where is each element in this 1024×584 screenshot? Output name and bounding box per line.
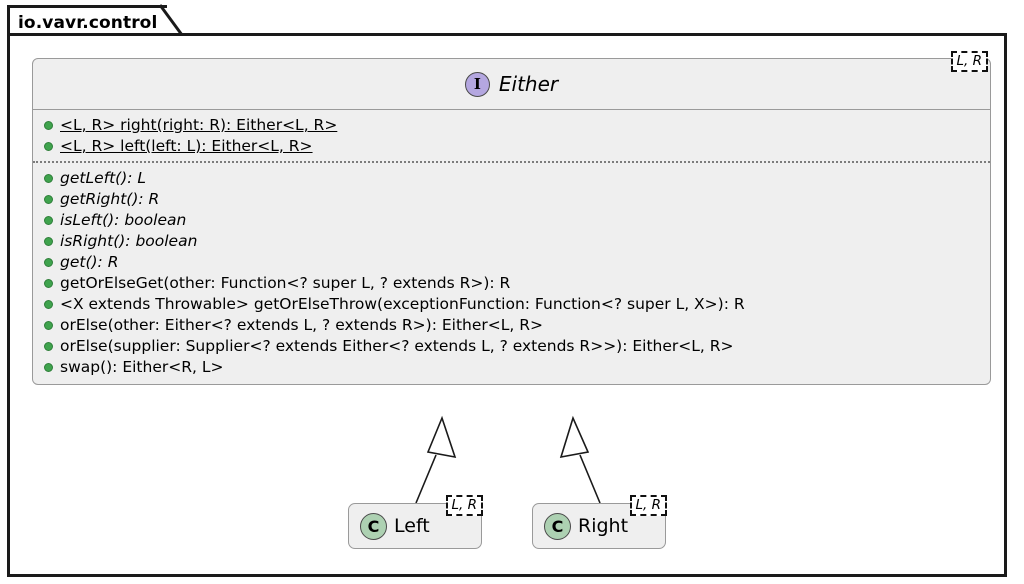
member-row[interactable]: orElse(other: Either<? extends L, ? exte…: [33, 315, 990, 336]
member-signature: <X extends Throwable> getOrElseThrow(exc…: [60, 294, 745, 313]
member-row[interactable]: <L, R> right(right: R): Either<L, R>: [33, 115, 990, 136]
member-signature: getOrElseGet(other: Function<? super L, …: [60, 273, 511, 292]
visibility-public-icon: [44, 300, 53, 309]
member-row[interactable]: isRight(): boolean: [33, 231, 990, 252]
member-row[interactable]: getRight(): R: [33, 189, 990, 210]
static-members-compartment: <L, R> right(right: R): Either<L, R> <L,…: [33, 110, 990, 163]
class-header-either: I Either L, R: [33, 51, 990, 110]
member-signature: <L, R> left(left: L): Either<L, R>: [60, 136, 313, 155]
member-signature: swap(): Either<R, L>: [60, 357, 224, 376]
visibility-public-icon: [44, 142, 53, 151]
class-box-left[interactable]: C Left L, R: [348, 495, 483, 549]
member-signature: getRight(): R: [60, 189, 160, 208]
class-title-left: Left: [394, 515, 430, 537]
member-signature: orElse(other: Either<? extends L, ? exte…: [60, 315, 544, 334]
visibility-public-icon: [44, 121, 53, 130]
interface-circle-icon: I: [464, 71, 490, 97]
generic-params-right: L, R: [629, 495, 667, 517]
class-circle-icon: C: [544, 512, 571, 540]
generic-params-either: L, R: [950, 51, 988, 73]
member-signature: isRight(): boolean: [60, 231, 198, 250]
methods-compartment: getLeft(): L getRight(): R isLeft(): boo…: [33, 163, 990, 384]
member-signature: get(): R: [60, 252, 119, 271]
visibility-public-icon: [44, 363, 53, 372]
member-signature: isLeft(): boolean: [60, 210, 187, 229]
visibility-public-icon: [44, 174, 53, 183]
member-row[interactable]: getOrElseGet(other: Function<? super L, …: [33, 273, 990, 294]
class-title-either: Either: [498, 72, 559, 96]
member-signature: <L, R> right(right: R): Either<L, R>: [60, 115, 338, 134]
member-row[interactable]: get(): R: [33, 252, 990, 273]
member-row[interactable]: swap(): Either<R, L>: [33, 357, 990, 378]
class-title-right: Right: [578, 515, 629, 537]
member-row[interactable]: isLeft(): boolean: [33, 210, 990, 231]
visibility-public-icon: [44, 321, 53, 330]
visibility-public-icon: [44, 342, 53, 351]
member-row[interactable]: <X extends Throwable> getOrElseThrow(exc…: [33, 294, 990, 315]
member-row[interactable]: orElse(supplier: Supplier<? extends Eith…: [33, 336, 990, 357]
visibility-public-icon: [44, 237, 53, 246]
visibility-public-icon: [44, 258, 53, 267]
package-tab-slant: [158, 4, 184, 36]
class-box-either[interactable]: I Either L, R <L, R> right(right: R): Ei…: [32, 51, 991, 385]
package-name-label: io.vavr.control: [18, 12, 158, 33]
member-row[interactable]: <L, R> left(left: L): Either<L, R>: [33, 136, 990, 157]
class-box-right[interactable]: C Right L, R: [532, 495, 667, 549]
visibility-public-icon: [44, 216, 53, 225]
generic-params-left: L, R: [445, 495, 483, 517]
package-tab: io.vavr.control: [7, 5, 168, 35]
visibility-public-icon: [44, 195, 53, 204]
member-row[interactable]: getLeft(): L: [33, 168, 990, 189]
member-signature: orElse(supplier: Supplier<? extends Eith…: [60, 336, 734, 355]
member-signature: getLeft(): L: [60, 168, 147, 187]
visibility-public-icon: [44, 279, 53, 288]
class-circle-icon: C: [360, 512, 387, 540]
